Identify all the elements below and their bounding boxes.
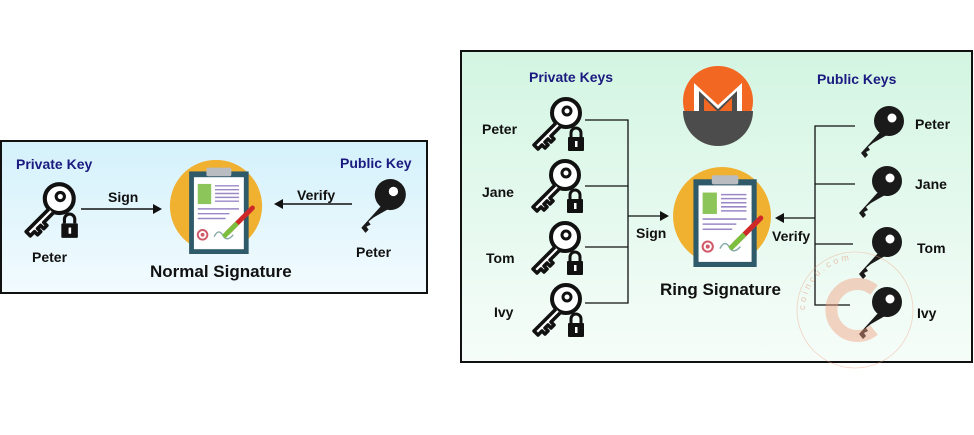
- private-name: Ivy: [494, 304, 514, 320]
- private-keys-heading: Private Keys: [529, 69, 614, 85]
- verifier-name: Peter: [356, 244, 392, 260]
- private-name: Tom: [486, 250, 515, 266]
- public-key-heading: Public Key: [340, 155, 412, 171]
- ring-sign-label: Sign: [636, 225, 667, 241]
- public-keys-heading: Public Keys: [817, 71, 897, 87]
- coincu-watermark: coincu.com: [796, 251, 914, 369]
- verify-label: Verify: [297, 187, 336, 203]
- ring-verify-label: Verify: [772, 228, 811, 244]
- public-name: Ivy: [917, 305, 937, 321]
- ring-signature-title: Ring Signature: [660, 280, 781, 299]
- public-name: Peter: [915, 116, 951, 132]
- signer-name: Peter: [32, 249, 68, 265]
- normal-signature-title: Normal Signature: [150, 262, 292, 281]
- private-key-icon: [527, 219, 587, 279]
- public-key-icon: [853, 165, 903, 221]
- public-key-icon: [855, 105, 905, 161]
- clipboard-icon: [671, 165, 773, 267]
- private-key-heading: Private Key: [16, 156, 93, 172]
- monero-logo: [683, 66, 753, 146]
- private-key-icon: [528, 281, 588, 341]
- public-name: Jane: [915, 176, 947, 192]
- private-name: Jane: [482, 184, 514, 200]
- public-name: Tom: [917, 240, 946, 256]
- sign-label: Sign: [108, 189, 139, 205]
- private-key-icon: [528, 95, 588, 155]
- private-key-icon: [527, 157, 587, 217]
- private-name: Peter: [482, 121, 518, 137]
